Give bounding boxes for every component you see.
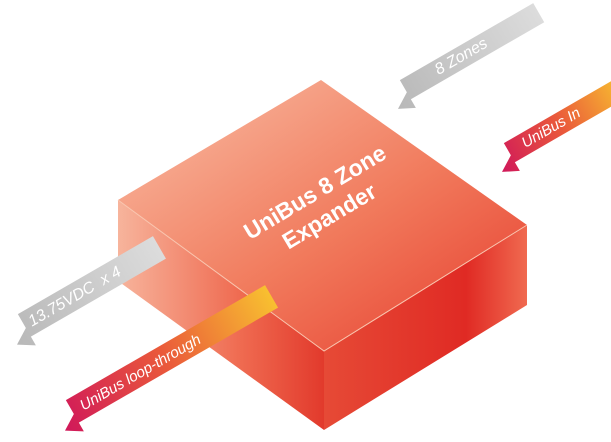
- unibus-in-arrow-shape: [502, 76, 611, 172]
- loop-through-arrow-shape: [65, 285, 279, 432]
- expander-edge: [117, 199, 528, 352]
- power-label: 13.75VDC x 4: [26, 263, 125, 330]
- power-arrow-shape: [17, 236, 166, 346]
- expander-top-face: [118, 80, 527, 351]
- zones-connector: 8 Zones: [398, 3, 545, 109]
- expander-right-face: [324, 225, 527, 430]
- unibus-in-connector: UniBus In: [502, 76, 611, 172]
- loop-through-label: UniBus loop-through: [77, 331, 204, 414]
- zones-arrow-shape: [398, 3, 545, 109]
